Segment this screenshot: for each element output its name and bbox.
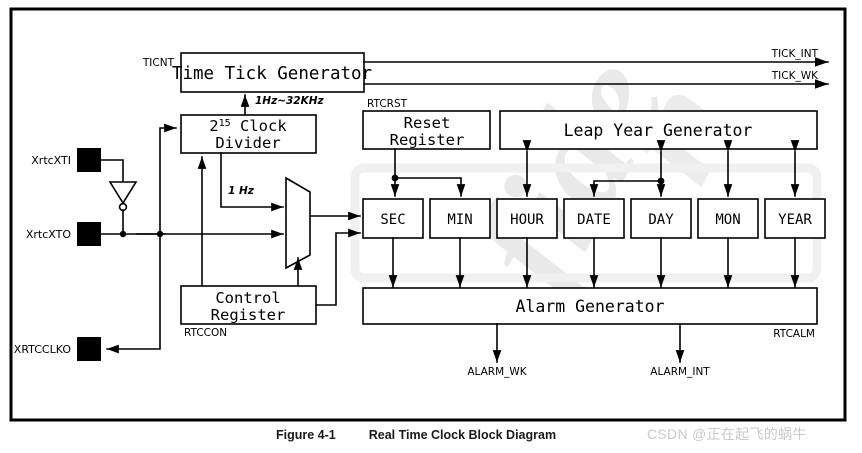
wire-junctions [119, 174, 665, 238]
block-alarm-generator [362, 287, 818, 325]
label-register-hour: HOUR [510, 212, 544, 228]
tag-rtcalm: RTCALM [773, 328, 815, 340]
clock-divider-exponent: 15 [219, 118, 231, 129]
label-time-tick-generator: Time Tick Generator [172, 64, 372, 84]
block-time-tick-generator [180, 52, 365, 93]
block-clock-mux [285, 176, 311, 270]
figure-caption-title: Real Time Clock Block Diagram [368, 428, 557, 442]
figure-outer-border [9, 7, 847, 422]
label-signal-tick-wk: TICK_WK [771, 70, 819, 82]
block-clock-divider [180, 114, 317, 154]
label-register-year: YEAR [778, 212, 812, 228]
label-reset-register-line1: Reset [404, 114, 451, 132]
wire-xtal-to-divider [159, 123, 177, 235]
figure-caption-number: Figure 4-1 [276, 428, 336, 442]
tag-rtccon: RTCCON [184, 327, 227, 339]
csdn-watermark: CSDN @正在起飞的蜗牛 [647, 426, 807, 442]
register-box-mon [697, 198, 759, 239]
junction-dot-xto-inv [119, 230, 127, 238]
label-alarm-generator: Alarm Generator [515, 297, 664, 316]
label-pin-xrtcxto: XrtcXTO [26, 228, 71, 241]
background-watermark: fide n [443, 32, 769, 316]
label-control-register-line2: Register [211, 306, 286, 324]
wire-reset-to-min [394, 177, 466, 197]
register-box-year [764, 198, 826, 239]
label-register-sec: SEC [380, 212, 405, 228]
label-pin-xrtcxti: XrtcXTI [31, 154, 71, 167]
pad-xrtcxto [77, 222, 101, 246]
clock-divider-word: Clock [231, 117, 288, 135]
wire-bus-to-xrtcclko [106, 233, 161, 354]
wire-xti-to-inverter [100, 159, 124, 183]
label-signal-tick-int: TICK_INT [771, 48, 819, 60]
label-signal-divider-out: 1Hz~32KHz [255, 95, 325, 107]
junction-dot-reset [391, 174, 399, 182]
register-box-min [429, 198, 491, 239]
wire-divider-1hz-to-mux [220, 152, 284, 212]
label-register-date: DATE [577, 212, 611, 228]
block-control-register [180, 285, 317, 325]
register-box-hour [496, 198, 558, 239]
label-signal-one-hz: 1 Hz [228, 185, 255, 197]
label-pin-xrtcclko: XRTCCLKO [14, 343, 72, 356]
wire-day-to-date [589, 180, 662, 197]
label-register-day: DAY [648, 212, 674, 228]
pad-xrtcxti [77, 148, 101, 172]
register-box-date [563, 198, 625, 239]
register-box-day [630, 198, 692, 239]
junction-dot-day [657, 177, 665, 185]
label-reset-register-line2: Register [390, 131, 465, 149]
label-clock-divider-line2: Divider [215, 134, 280, 152]
label-register-mon: MON [715, 212, 740, 228]
label-signal-alarm-wk: ALARM_WK [467, 366, 527, 378]
figure-caption: Figure 4-1 Real Time Clock Block Diagram [276, 428, 556, 442]
label-register-min: MIN [447, 212, 472, 228]
junction-dot-xto-bus [156, 230, 164, 238]
clock-divider-base: 2 [209, 117, 218, 135]
label-control-register-line1: Control [215, 289, 280, 307]
tag-ticnt: TICNT [142, 57, 175, 69]
label-signal-alarm-int: ALARM_INT [650, 366, 710, 378]
block-reset-register [362, 110, 491, 150]
inverter-triangle-icon [108, 181, 138, 205]
label-clock-divider-line1: 215 Clock [209, 117, 287, 135]
tag-rtcrst: RTCRST [367, 98, 408, 110]
label-leap-year-generator: Leap Year Generator [564, 121, 753, 140]
wire-ctrl-to-registers [315, 228, 361, 306]
pad-xrtcclko [77, 337, 101, 361]
